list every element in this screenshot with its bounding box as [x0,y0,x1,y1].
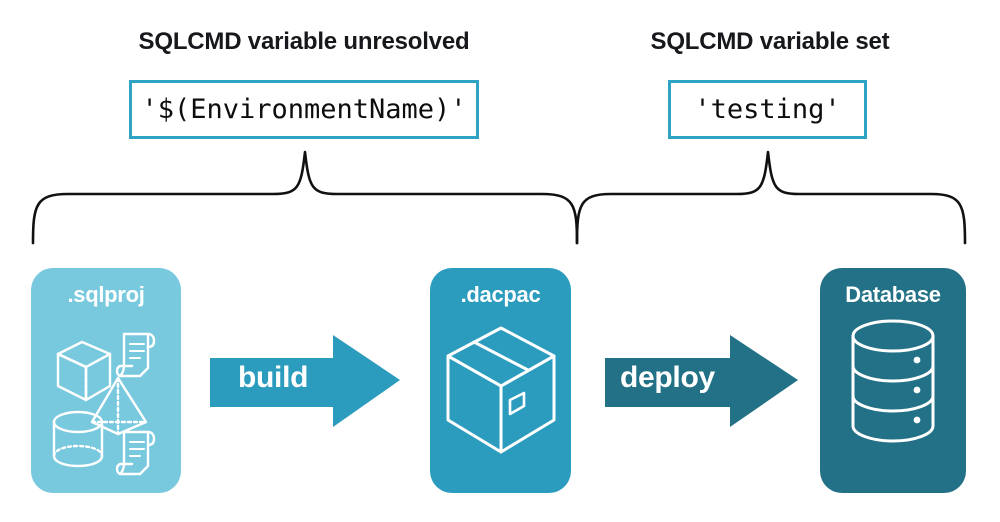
stage-label-sqlproj: .sqlproj [67,282,145,307]
stage-label-dacpac: .dacpac [460,282,541,307]
project-shapes-icon [31,314,181,482]
arrow-deploy [600,330,805,435]
arrow-build [205,330,405,435]
arrow-label-deploy: deploy [620,361,715,394]
sqlcmd-value-box-unresolved: '$(EnvironmentName)' [129,80,479,139]
database-cylinder-icon [820,314,966,454]
arrow-label-build: build [238,361,309,394]
sqlcmd-value-box-set: 'testing' [668,80,867,139]
brace-left [20,150,580,250]
group-heading-set: SQLCMD variable set [650,28,890,55]
stage-box-sqlproj: .sqlproj [31,268,181,493]
stage-box-database: Database [820,268,966,493]
stage-box-dacpac: .dacpac [430,268,571,493]
group-heading-unresolved: SQLCMD variable unresolved [138,28,470,55]
stage-label-database: Database [845,282,941,307]
brace-right [565,150,975,250]
package-box-icon [430,314,571,466]
